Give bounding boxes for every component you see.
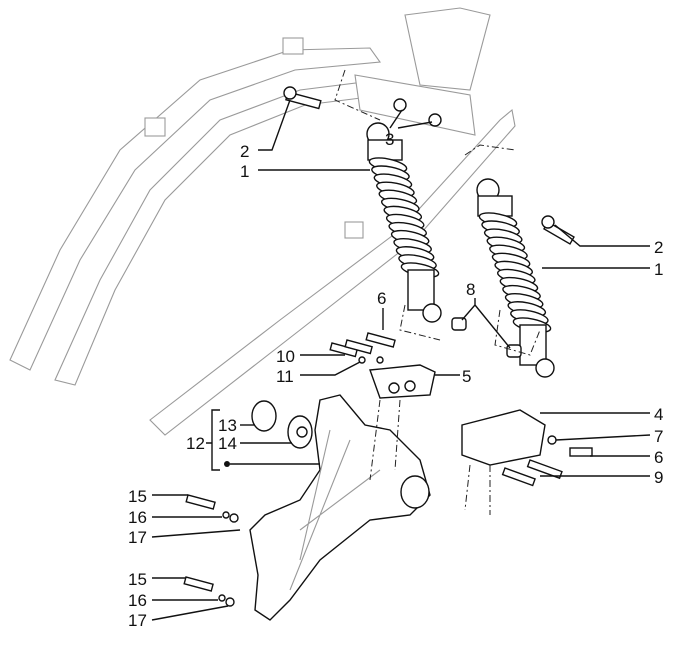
callout-4: 4 — [654, 405, 663, 424]
callout-labels: 2 1 3 2 1 6 8 10 11 5 4 7 6 9 13 12 14 1… — [128, 130, 663, 630]
callout-15: 15 — [128, 570, 147, 589]
shock-absorber-right — [476, 178, 555, 378]
callout-6: 6 — [654, 448, 663, 467]
leader-lines — [151, 99, 651, 621]
callout-7: 7 — [654, 427, 663, 446]
callout-14: 14 — [218, 434, 237, 453]
callout-3: 3 — [385, 130, 394, 149]
callout-16: 16 — [128, 591, 147, 610]
frame — [9, 7, 516, 436]
hardware — [183, 86, 593, 607]
callout-13: 13 — [218, 416, 237, 435]
callout-17: 17 — [128, 611, 147, 630]
callout-2: 2 — [654, 238, 663, 257]
callout-2: 2 — [240, 142, 249, 161]
callout-8: 8 — [466, 280, 475, 299]
assembly-lines — [334, 69, 541, 515]
shock-absorber-left — [366, 122, 442, 323]
callout-17: 17 — [128, 528, 147, 547]
callout-15: 15 — [128, 487, 147, 506]
callout-1: 1 — [240, 162, 249, 181]
callout-16: 16 — [128, 508, 147, 527]
callout-10: 10 — [276, 347, 295, 366]
swingarm-bracket — [249, 394, 431, 621]
callout-11: 11 — [276, 367, 294, 386]
callout-9: 9 — [654, 468, 663, 487]
callout-1: 1 — [654, 260, 663, 279]
callout-6: 6 — [377, 289, 386, 308]
callout-5: 5 — [462, 367, 471, 386]
callout-12: 12 — [186, 434, 205, 453]
